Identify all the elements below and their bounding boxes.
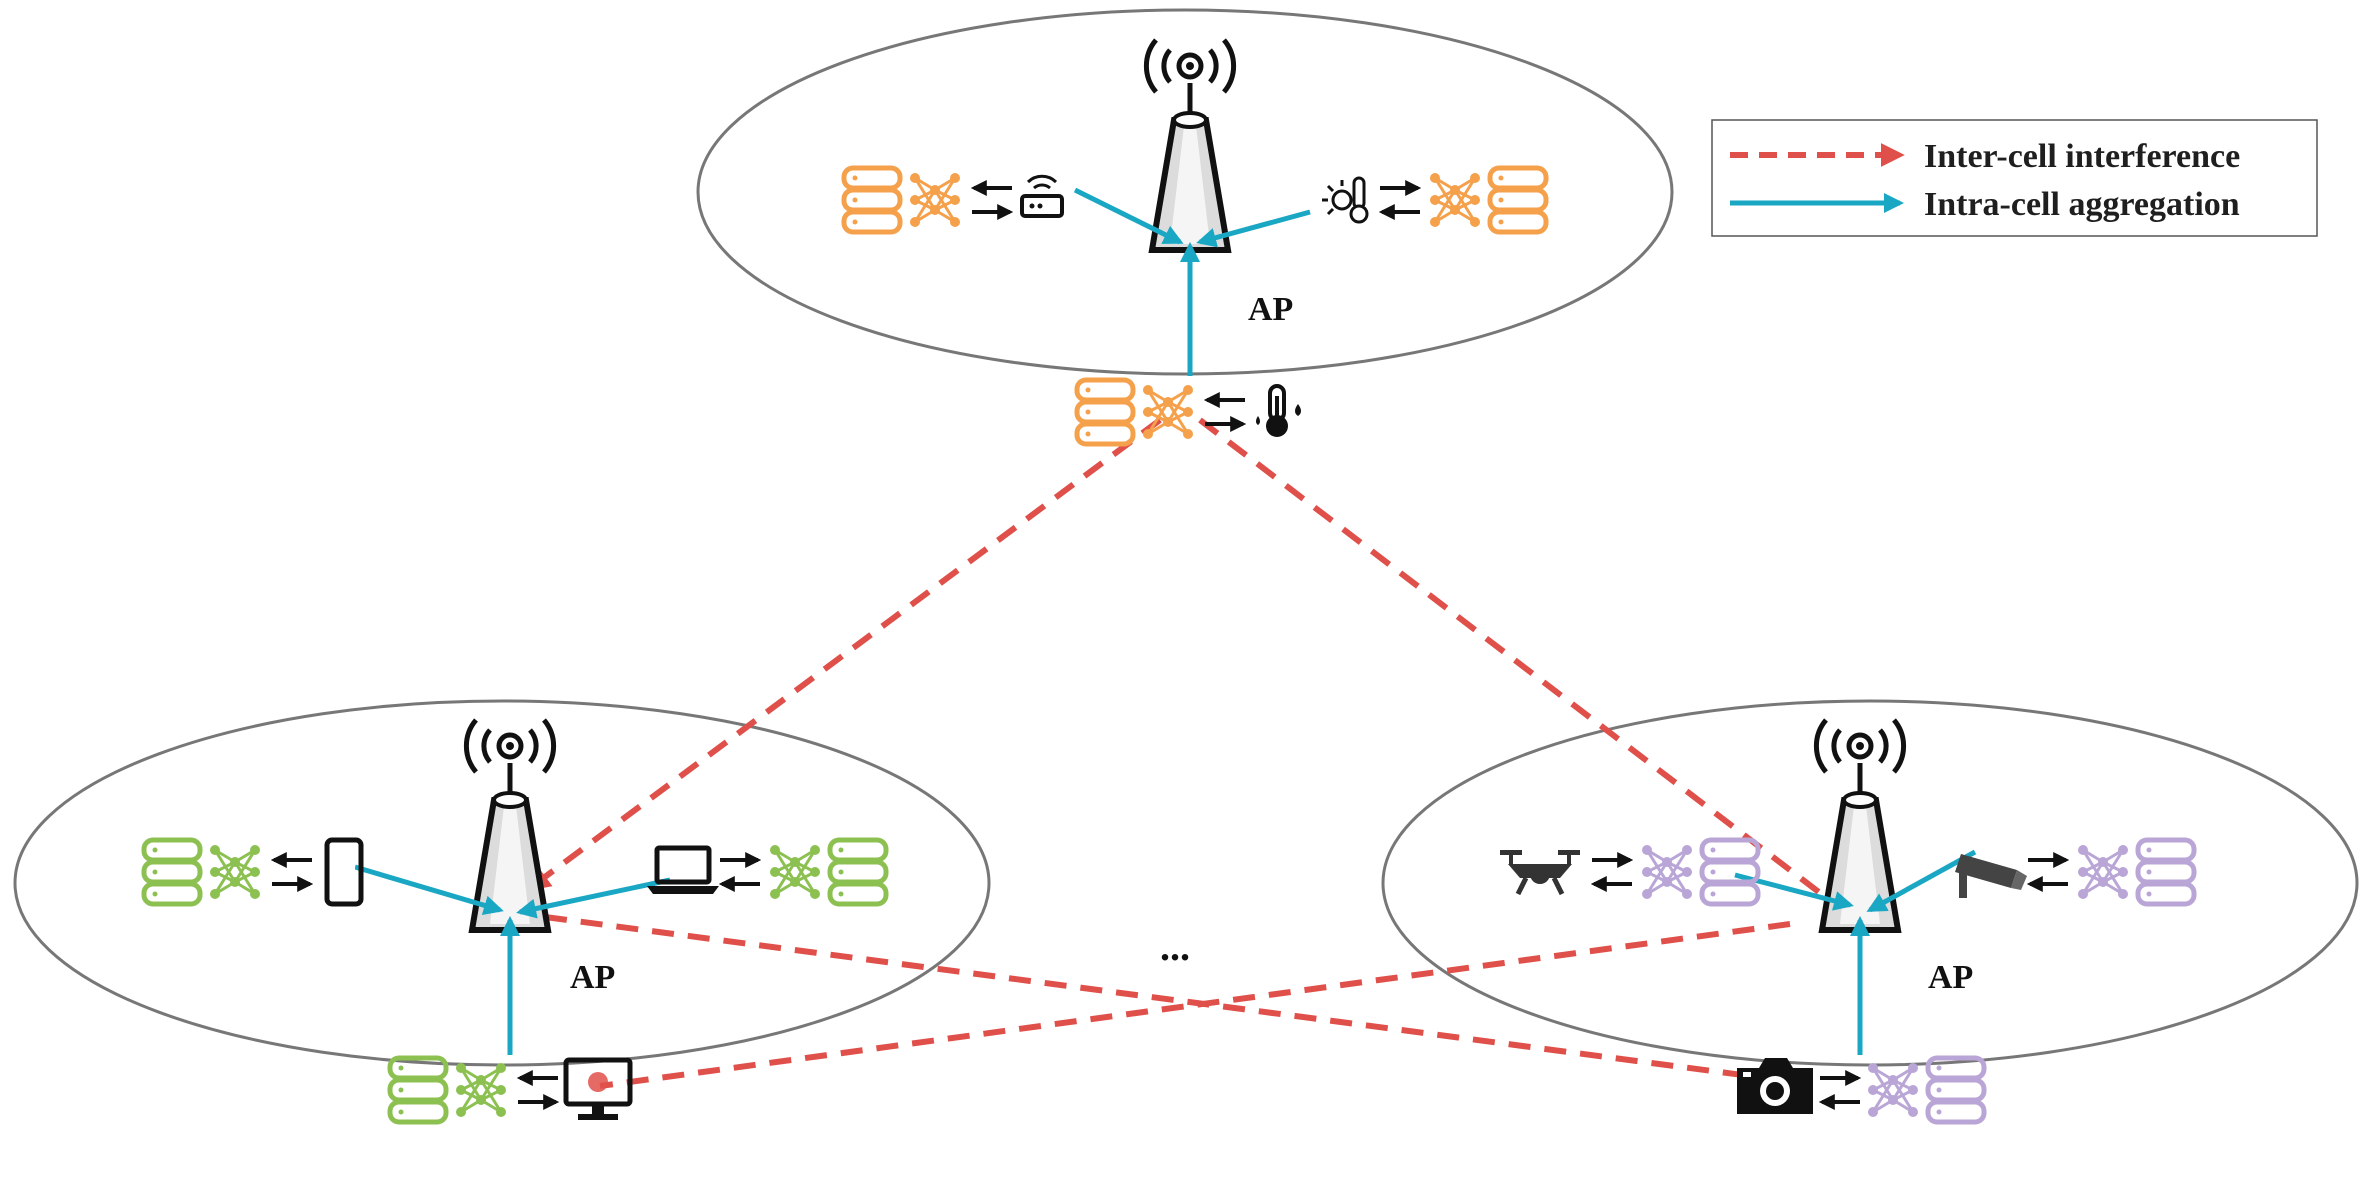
ap-label-left: AP <box>570 959 615 996</box>
legend-aggregation-label: Intra-cell aggregation <box>1924 186 2240 223</box>
client-left-topleft <box>144 837 364 907</box>
thermometer-icon <box>1256 384 1301 437</box>
neural-network-icon <box>908 171 962 229</box>
cell-top <box>696 8 1674 376</box>
database-icon <box>390 1058 446 1122</box>
aggregation-links <box>354 187 1977 1055</box>
client-left-bottom <box>390 1057 633 1122</box>
security-camera-icon <box>1955 854 2027 898</box>
neural-network-icon <box>1428 171 1482 229</box>
database-icon <box>830 840 886 904</box>
ap-label-top: AP <box>1248 291 1293 328</box>
exchange-arrows-icon <box>1380 188 1420 212</box>
neural-network-icon <box>208 843 262 901</box>
more-cells-ellipsis: ... <box>1160 924 1190 969</box>
camera-icon <box>1737 1058 1813 1114</box>
interference-right-to-left <box>599 921 1791 1089</box>
database-icon <box>1077 380 1133 444</box>
interference-top-to-right <box>1198 417 1849 915</box>
exchange-arrows-icon <box>1205 400 1245 424</box>
client-right-topleft <box>1500 840 1758 904</box>
client-top-left <box>844 168 1064 232</box>
exchange-arrows-icon <box>1820 1078 1860 1102</box>
drone-icon <box>1500 850 1580 896</box>
database-icon <box>144 840 200 904</box>
client-left-topright <box>647 840 886 904</box>
client-right-bottom <box>1737 1058 1984 1122</box>
exchange-arrows-icon <box>272 860 312 884</box>
legend-box <box>1711 119 2318 237</box>
database-icon <box>2138 840 2194 904</box>
neural-network-icon <box>1141 383 1195 441</box>
exchange-arrows-icon <box>972 188 1012 212</box>
neural-network-icon <box>454 1061 508 1119</box>
exchange-arrows-icon <box>1592 860 1632 884</box>
interference-left-to-right <box>544 914 1751 1079</box>
laptop-icon <box>647 845 719 894</box>
ap-label-right: AP <box>1928 959 1973 996</box>
interference-links <box>526 417 1849 1089</box>
interference-top-to-left <box>526 417 1162 891</box>
weather-sensor-icon <box>1322 176 1369 224</box>
router-icon <box>1020 174 1064 218</box>
database-icon <box>1928 1058 1984 1122</box>
neural-network-icon <box>2076 843 2130 901</box>
exchange-arrows-icon <box>720 860 760 884</box>
database-icon <box>1702 840 1758 904</box>
client-right-topright <box>1955 840 2194 904</box>
ap-tower-left <box>466 720 553 930</box>
neural-network-icon <box>768 843 822 901</box>
exchange-arrows-icon <box>518 1078 558 1102</box>
legend: Inter-cell interference Intra-cell aggre… <box>1711 119 2318 237</box>
ap-tower-top <box>1146 40 1233 250</box>
neural-network-icon <box>1640 843 1694 901</box>
client-top-bottom <box>1077 380 1301 444</box>
legend-interference-label: Inter-cell interference <box>1924 138 2240 175</box>
monitor-icon <box>563 1057 633 1120</box>
client-top-right <box>1322 168 1546 232</box>
exchange-arrows-icon <box>2028 860 2068 884</box>
database-icon <box>1490 168 1546 232</box>
smartphone-icon <box>324 837 364 907</box>
neural-network-icon <box>1866 1061 1920 1119</box>
database-icon <box>844 168 900 232</box>
